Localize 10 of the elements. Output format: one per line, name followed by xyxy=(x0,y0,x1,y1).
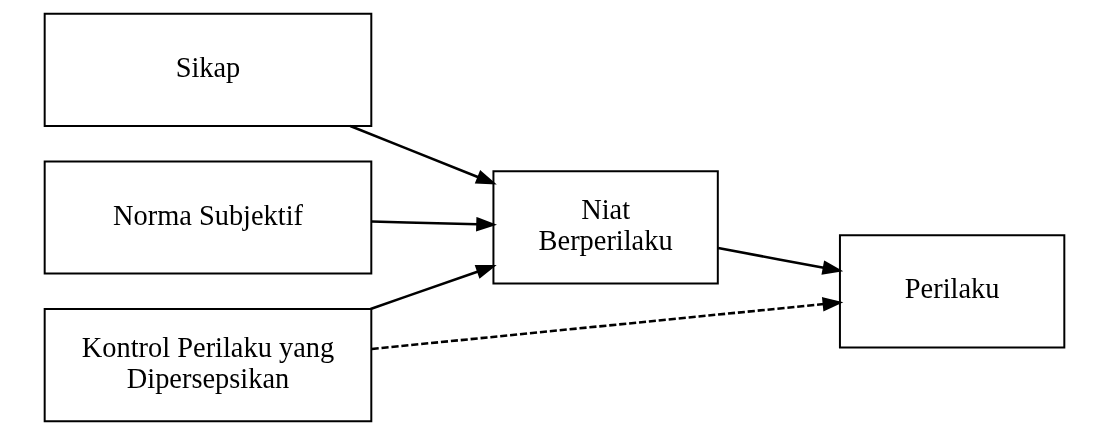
arrow xyxy=(371,296,844,351)
arrow xyxy=(717,246,844,275)
node-box: Niat Berperilaku xyxy=(492,170,719,285)
node-box: Perilaku xyxy=(838,234,1066,349)
arrow xyxy=(371,216,497,232)
node-box: Sikap xyxy=(43,12,373,127)
arrow xyxy=(370,264,497,311)
node-box: Kontrol Perilaku yang Dipersepsikan xyxy=(43,308,373,423)
arrow xyxy=(349,124,497,185)
node-box: Norma Subjektif xyxy=(43,160,373,275)
